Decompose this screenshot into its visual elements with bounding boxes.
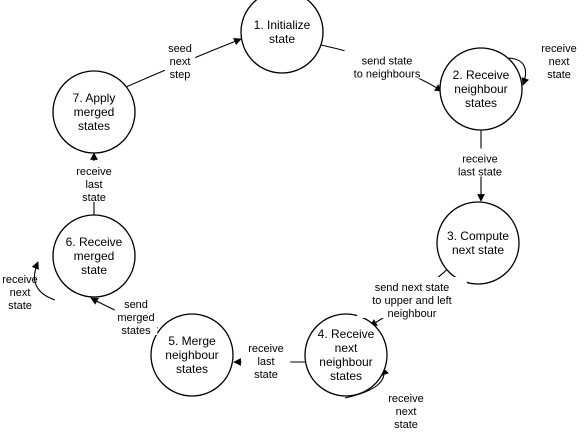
state-node-circle: [52, 70, 136, 154]
state-node-label-line: merged: [74, 249, 115, 263]
state-node-label-line: 2. Receive: [453, 68, 510, 82]
edge-label-line: neighbour: [388, 308, 437, 320]
state-node-circle: [240, 0, 324, 74]
edge-label-line: state: [394, 419, 418, 431]
state-node-label-line: neighbour: [454, 82, 507, 96]
edge-n2-self-arrow: [508, 57, 529, 86]
edge-label-line: state: [82, 192, 106, 204]
edge-label-background: [446, 148, 514, 177]
edge-label-line: receive: [388, 393, 423, 405]
state-node-circle: [304, 313, 388, 397]
edge-label-line: next: [549, 56, 570, 68]
state-node-label-line: neighbour: [165, 348, 218, 362]
edge-label-line: receive: [541, 43, 576, 55]
edge-label-background: [164, 38, 196, 79]
edge-label-line: state: [547, 69, 571, 81]
edge-label-line: last: [257, 356, 274, 368]
edge-label-line: state: [254, 369, 278, 381]
state-node-label-line: next: [335, 341, 358, 355]
edge-label-background: [357, 277, 467, 318]
state-node-label-line: state: [269, 32, 295, 46]
state-node-label-line: states: [176, 362, 208, 376]
edge-label-line: states: [121, 325, 151, 337]
edge-label-line: next: [396, 406, 417, 418]
edge-label-line: seed: [168, 43, 192, 55]
edge-label-background: [69, 161, 119, 202]
state-node-label-line: 7. Apply: [73, 91, 116, 105]
edge-label-line: last: [85, 179, 102, 191]
edge-label-line: to neighbours: [354, 69, 421, 81]
edge-label-background: [114, 294, 158, 335]
edge-label-background: [344, 50, 430, 79]
state-node-label-line: states: [78, 119, 110, 133]
state-node-circle: [439, 47, 523, 131]
state-node-label-line: 1. Initialize: [254, 18, 311, 32]
state-node-label-line: next state: [452, 243, 504, 257]
state-node-circle: [150, 313, 234, 397]
state-node-label-line: 5. Merge: [168, 334, 216, 348]
state-node-label-line: 6. Receive: [66, 235, 123, 249]
edge-label-line: send: [124, 299, 148, 311]
edge-label-line: state: [8, 300, 32, 312]
edge-label-line: next: [170, 56, 191, 68]
state-node-label-line: neighbour: [319, 355, 372, 369]
state-node-label-line: merged: [74, 105, 115, 119]
state-node-label-line: 3. Compute: [447, 229, 509, 243]
state-node-label-line: states: [465, 96, 497, 110]
edge-label-line: receive: [2, 274, 37, 286]
state-node-circle: [436, 201, 520, 285]
edge-label-line: last state: [458, 167, 502, 179]
edge-label-line: merged: [117, 312, 154, 324]
edge-label-line: receive: [76, 166, 111, 178]
state-node-label-line: states: [330, 369, 362, 383]
state-node-label-line: 4. Receive: [318, 327, 375, 341]
edge-label-line: send state: [362, 56, 413, 68]
state-node-label-line: state: [81, 263, 107, 277]
edge-label-line: receive: [462, 154, 497, 166]
edge-label-line: step: [170, 69, 191, 81]
edge-label-line: to upper and left: [372, 295, 452, 307]
edge-n6-self-arrow: [31, 261, 56, 301]
edge-label-line: next: [10, 287, 31, 299]
edge-label-line: send next state: [375, 282, 450, 294]
state-node-circle: [52, 214, 136, 298]
edge-label-line: receive: [248, 343, 283, 355]
edge-label-background: [241, 338, 291, 379]
